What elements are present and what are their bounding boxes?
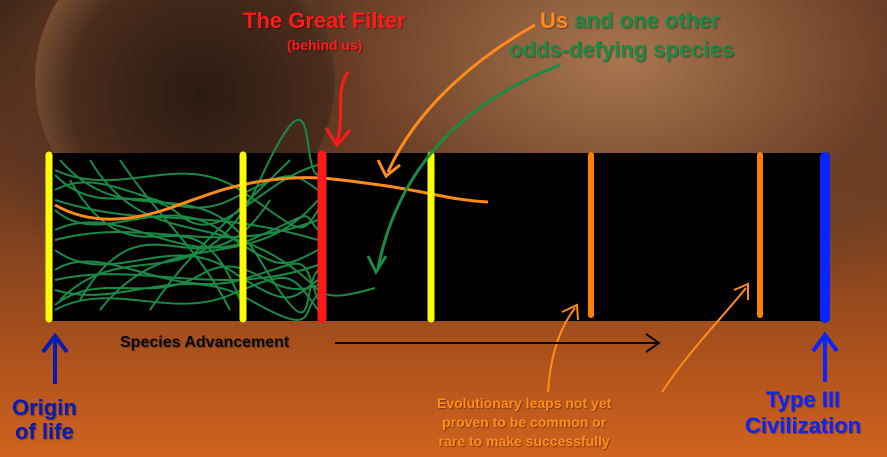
great-filter-title: The Great Filter: [243, 8, 406, 33]
evolution-arrowhead-1: [561, 303, 579, 321]
advancement-arrowhead: [645, 333, 661, 353]
evolution-line-1: Evolutionary leaps not yet: [437, 395, 612, 411]
great-filter-arrow: [335, 71, 350, 143]
us-label-other: and one other: [568, 8, 720, 33]
great-filter-arrowhead: [324, 127, 352, 148]
evolution-arrow-1: [547, 307, 576, 393]
us-label: Us and one other: [540, 8, 720, 34]
origin-line-2: of life: [15, 419, 74, 444]
origin-of-life-label: Origin of life: [12, 396, 77, 444]
species-advancement-label: Species Advancement: [120, 334, 290, 351]
typeiii-line-2: Civilization: [745, 413, 862, 438]
other-species-arrow: [376, 63, 561, 269]
us-species-line: [54, 176, 489, 221]
great-filter-subtitle: (behind us): [287, 37, 363, 53]
us-label-us: Us: [540, 8, 569, 33]
evolution-arrow-2: [661, 287, 747, 393]
type-iii-civilization-label: Type III Civilization: [745, 387, 861, 439]
typeiii-line-1: Type III: [765, 387, 841, 412]
failed-species-lines: [54, 118, 376, 321]
evolution-arrowhead-2: [733, 282, 749, 300]
typeiii-arrowhead: [811, 331, 839, 353]
other-species-label: odds-defying species: [509, 37, 734, 62]
evolution-line-3: rare to make successfully: [438, 433, 610, 449]
us-arrow: [386, 23, 536, 173]
origin-arrowhead: [41, 332, 69, 354]
origin-line-1: Origin: [12, 395, 77, 420]
other-species-arrowhead: [366, 255, 388, 276]
evolution-line-2: proven to be common or: [442, 414, 607, 430]
us-arrowhead: [376, 159, 401, 179]
evolutionary-leaps-label: Evolutionary leaps not yet proven to be …: [437, 394, 611, 451]
